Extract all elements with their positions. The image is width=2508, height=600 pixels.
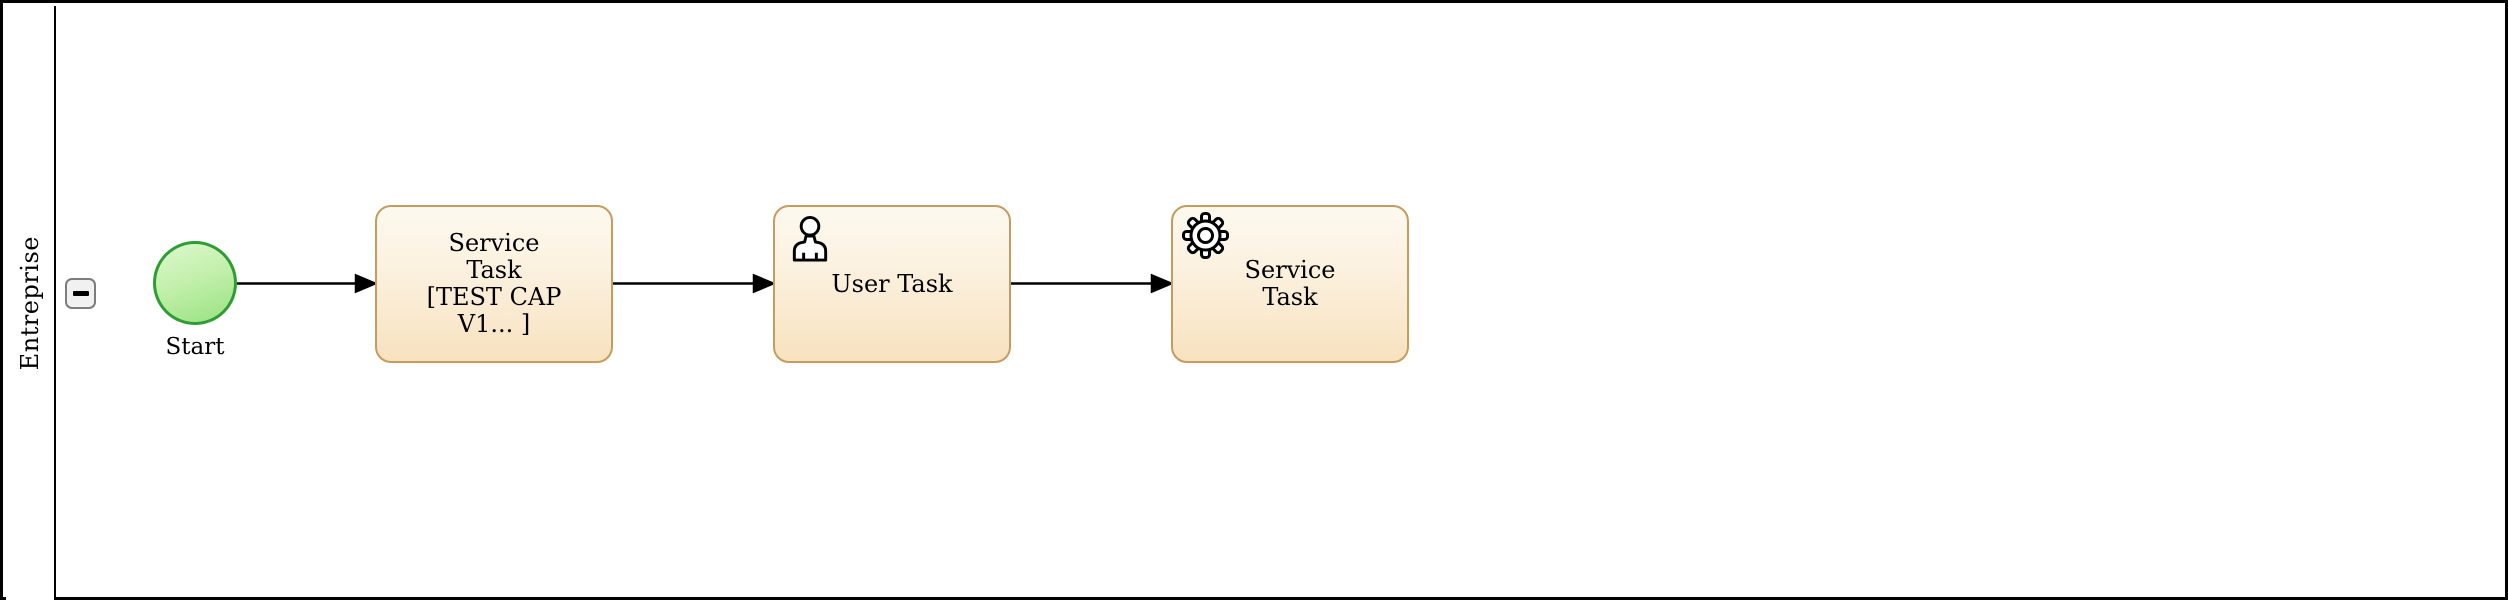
task-user[interactable]: User Task	[773, 205, 1011, 363]
task-service-cap[interactable]: Service Task [TEST CAP V1... ]	[375, 205, 613, 363]
arrowhead-icon	[1150, 273, 1175, 294]
task-label-line: V1... ]	[457, 310, 531, 338]
task-label-line: Service	[448, 229, 540, 257]
collapse-pool-button[interactable]	[65, 278, 96, 309]
lane-header: Entreprise	[6, 6, 56, 600]
minus-icon	[72, 291, 89, 296]
task-label-line: Service	[1244, 256, 1336, 284]
task-label-line: [TEST CAP	[426, 283, 562, 311]
task-label-line: Task	[466, 256, 522, 284]
gear-icon	[1182, 212, 1229, 259]
user-icon	[792, 215, 828, 262]
task-label-line: Task	[1262, 283, 1318, 311]
start-event[interactable]	[153, 241, 237, 325]
task-service[interactable]: Service Task	[1171, 205, 1409, 363]
lane-label: Entreprise	[16, 235, 44, 371]
arrowhead-icon	[354, 273, 379, 294]
task-label: User Task	[831, 269, 953, 298]
start-event-label: Start	[165, 334, 225, 360]
arrowhead-icon	[752, 273, 777, 294]
